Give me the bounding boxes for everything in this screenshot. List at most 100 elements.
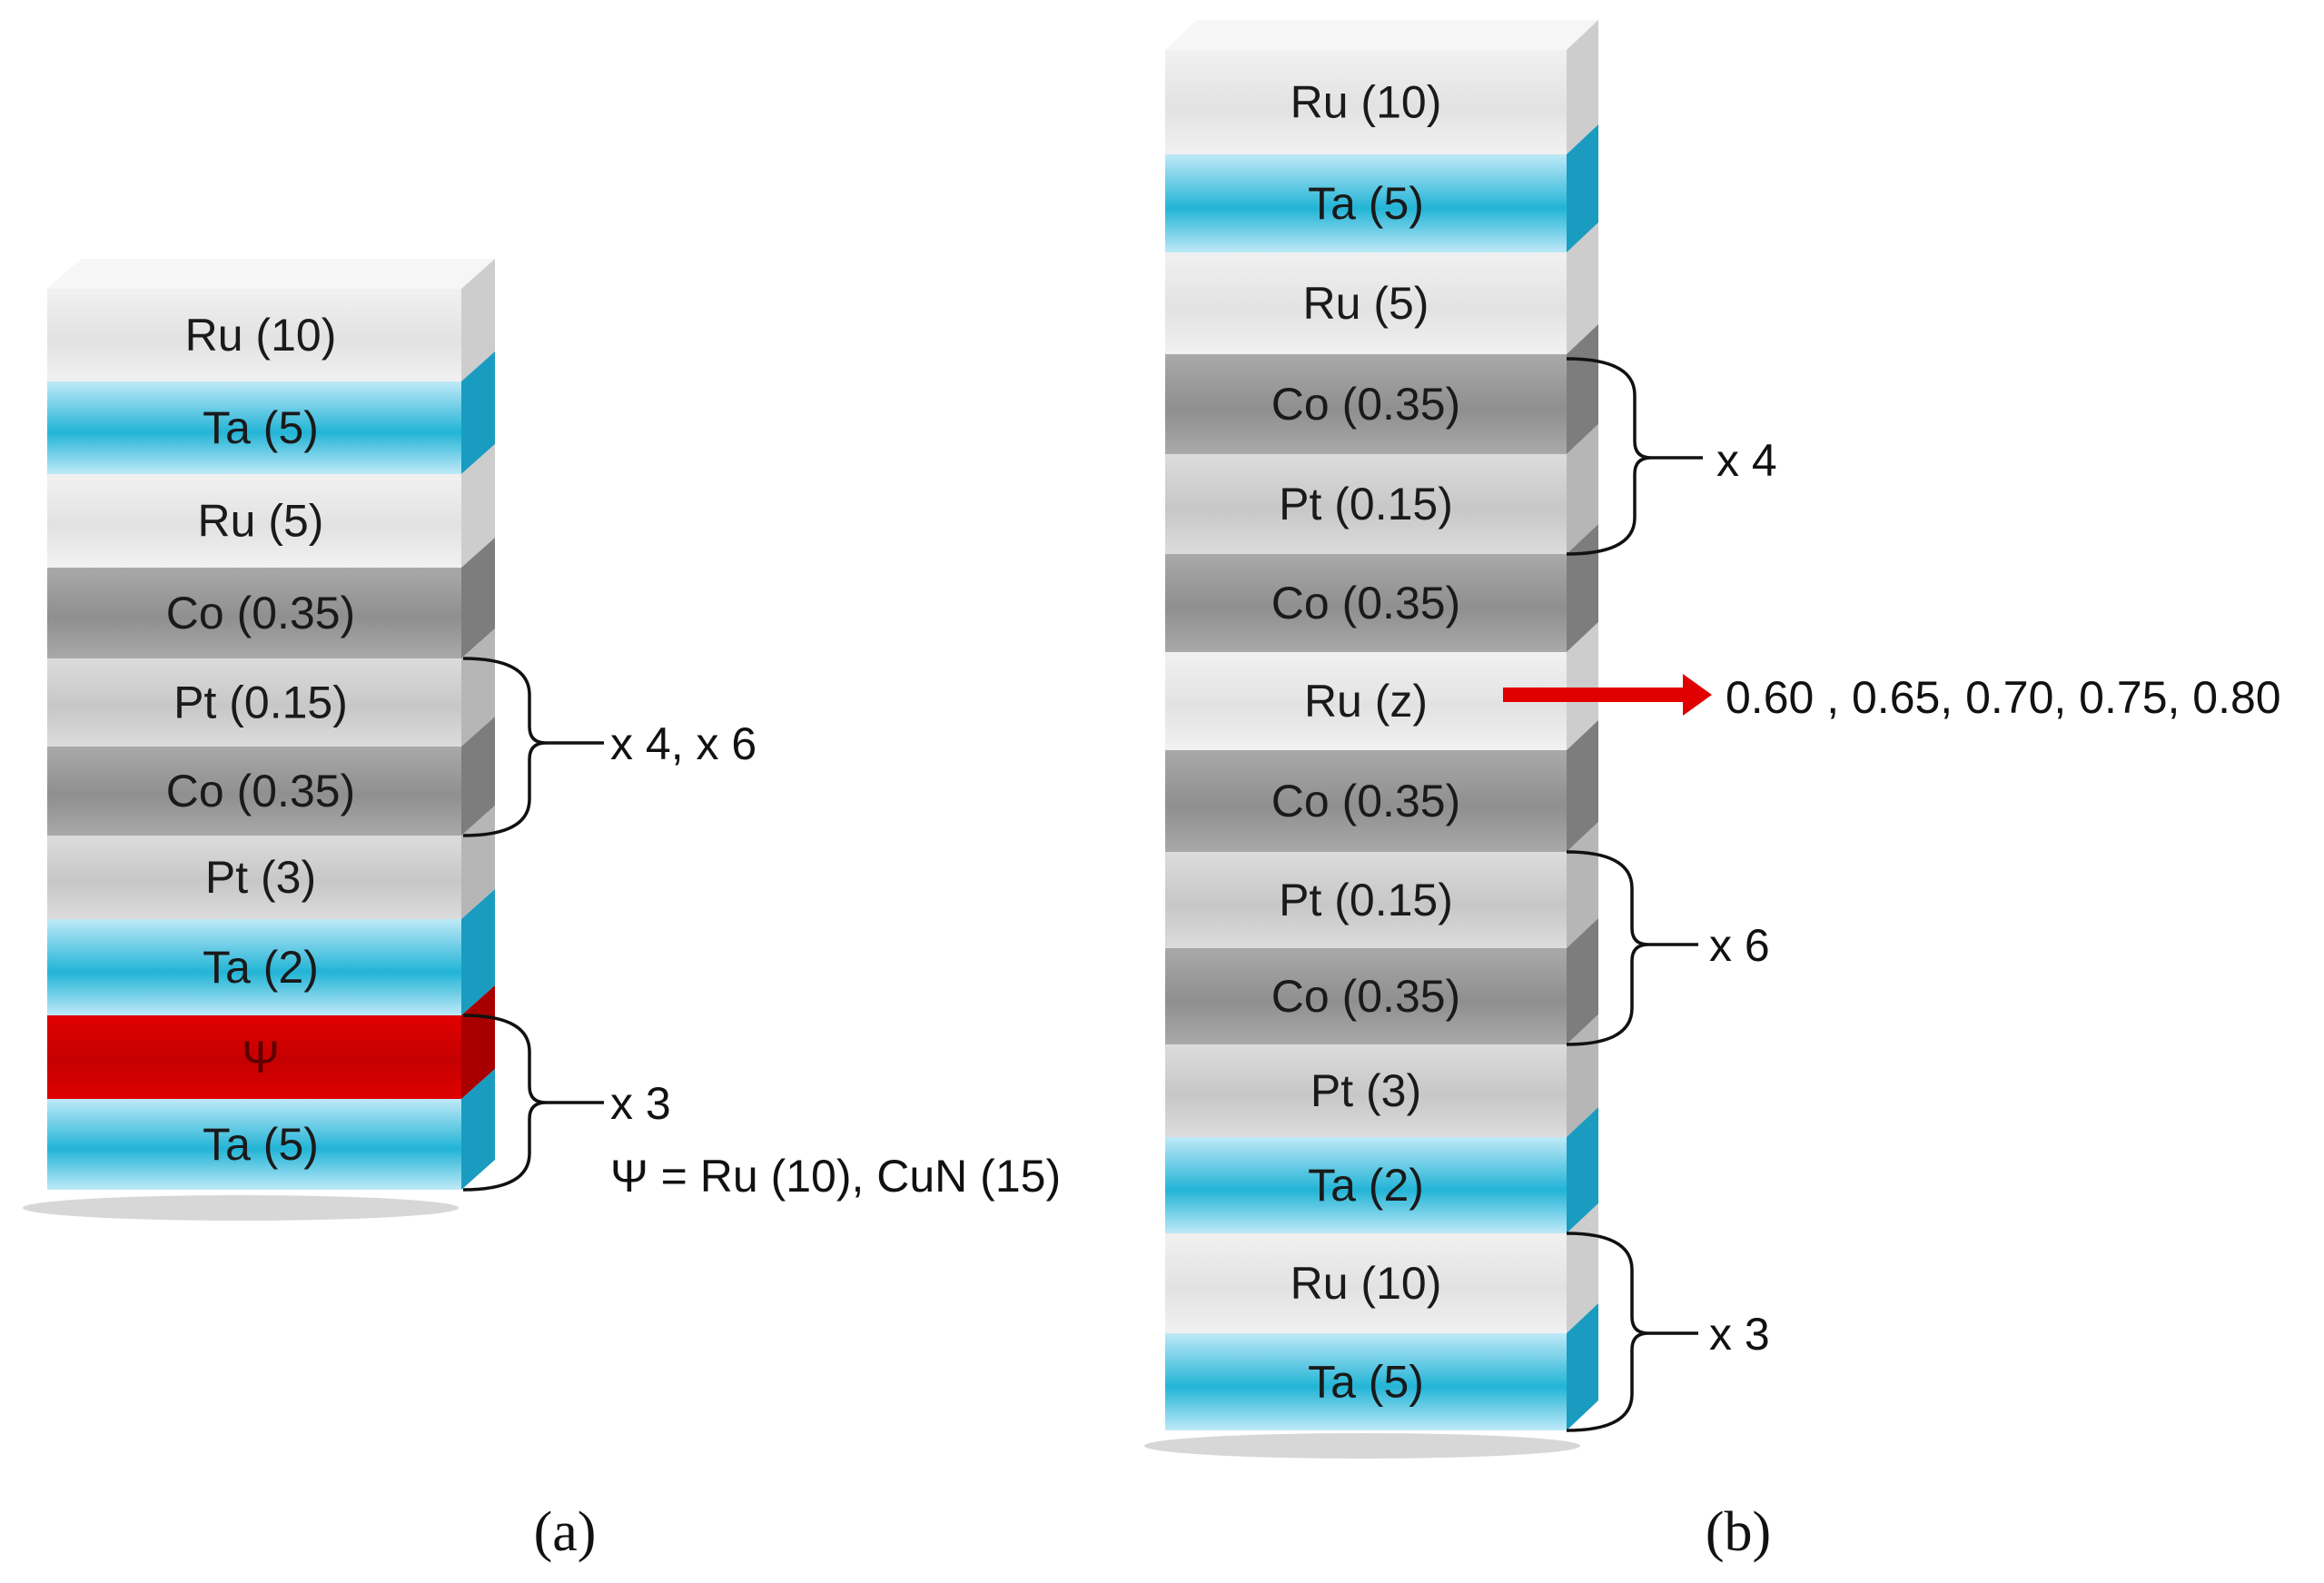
layer-side-face <box>1567 524 1598 652</box>
stack-b-layer-pt: Pt (0.15) <box>1165 424 1598 554</box>
repeat-label-a-lower: x 3 <box>610 1078 671 1129</box>
layer-front-face <box>1165 750 1567 852</box>
layer-label: Co (0.35) <box>166 766 355 816</box>
stack-a-layer-co: Co (0.35) <box>47 538 495 658</box>
stack-b-layer-ta: Ta (2) <box>1165 1107 1598 1233</box>
layer-front-face <box>47 1099 461 1190</box>
stack-a-layer-psi: Ψ <box>47 985 495 1099</box>
stack-b-layer-pt: Pt (3) <box>1165 1014 1598 1137</box>
layer-side-face <box>461 259 495 381</box>
layer-front-face <box>1165 454 1567 554</box>
stack-b: Ru (10) Ta (5) Ru (5) Co (0.35) Pt (0.15) Co … <box>1144 20 1598 1459</box>
layer-label: Co (0.35) <box>1271 971 1460 1022</box>
stack-b-layer-ta: Ta (5) <box>1165 1303 1598 1430</box>
repeat-label-a-upper: x 4, x 6 <box>610 718 757 769</box>
layer-side-face <box>1567 223 1598 354</box>
stack-a-shadow <box>23 1195 459 1221</box>
layer-side-face <box>1567 622 1598 750</box>
layer-side-face <box>1567 1107 1598 1233</box>
layer-label: Ta (5) <box>1308 178 1424 229</box>
repeat-label-b-bottom: x 3 <box>1709 1309 1770 1360</box>
layer-side-face <box>461 717 495 836</box>
layer-label: Ru (5) <box>198 496 324 547</box>
layer-side-face <box>461 889 495 1015</box>
layer-front-face <box>47 568 461 658</box>
bracket-b-mid <box>1566 850 1698 1046</box>
layer-front-face <box>1165 852 1567 948</box>
layer-front-face <box>1165 50 1567 154</box>
ru-z-arrow <box>1503 674 1712 716</box>
stack-a: Ru (10)Ta (5)Ru (5)Co (0.35)Pt (0.15)Co … <box>23 259 495 1221</box>
bracket-b-bottom <box>1566 1232 1698 1432</box>
layer-front-face <box>1165 1044 1567 1137</box>
stack-a-layer-ta: Ta (5) <box>47 1069 495 1190</box>
ru-thickness-values: 0.60 , 0.65, 0.70, 0.75, 0.80 <box>1726 672 2281 723</box>
layer-label: Ru (5) <box>1303 278 1429 329</box>
layer-front-face <box>47 747 461 836</box>
stack-b-layer-co: Co (0.35) <box>1165 324 1598 454</box>
layer-front-face <box>47 381 461 474</box>
layer-label: Co (0.35) <box>1271 379 1460 430</box>
layer-front-face <box>1165 652 1567 750</box>
layer-label: Ta (5) <box>1308 1357 1424 1408</box>
layer-side-face <box>1567 918 1598 1044</box>
layer-side-face <box>1567 324 1598 454</box>
layer-label: Co (0.35) <box>1271 776 1460 826</box>
layer-side-face <box>1567 720 1598 852</box>
layer-front-face <box>1165 1333 1567 1430</box>
stack-b-top-face <box>1165 20 1598 50</box>
layer-front-face <box>47 658 461 747</box>
layer-side-face <box>461 538 495 658</box>
stack-b-layer-ta: Ta (5) <box>1165 124 1598 252</box>
bracket-b-top <box>1566 357 1703 556</box>
layer-label: Pt (0.15) <box>173 678 348 728</box>
layer-label: Pt (3) <box>1310 1065 1421 1116</box>
stack-a-layer-pt: Pt (0.15) <box>47 628 495 747</box>
layer-front-face <box>1165 948 1567 1044</box>
layer-side-face <box>461 444 495 568</box>
layer-front-face <box>1165 1137 1567 1233</box>
layer-label: Ru (10) <box>185 310 337 361</box>
stack-b-layer-ru: Ru (z) <box>1165 622 1598 750</box>
repeat-label-b-mid: x 6 <box>1709 920 1770 971</box>
stack-a-layer-ta: Ta (2) <box>47 889 495 1015</box>
layer-label: Ta (2) <box>203 942 319 993</box>
psi-definition: Ψ = Ru (10), CuN (15) <box>610 1151 1061 1202</box>
layer-front-face <box>1165 154 1567 252</box>
stack-b-layer-ru: Ru (10) <box>1165 20 1598 154</box>
stack-a-layer-ru: Ru (5) <box>47 444 495 568</box>
stack-a-top-face <box>47 259 495 289</box>
layer-label: Pt (0.15) <box>1279 479 1453 529</box>
stack-b-layer-co: Co (0.35) <box>1165 720 1598 852</box>
layer-side-face <box>1567 124 1598 252</box>
layer-side-face <box>461 985 495 1099</box>
stack-b-layer-co: Co (0.35) <box>1165 918 1598 1044</box>
layer-front-face <box>47 474 461 568</box>
stack-b-layer-ru: Ru (5) <box>1165 223 1598 354</box>
layer-side-face <box>1567 20 1598 154</box>
layer-label: Ta (5) <box>203 1119 319 1170</box>
repeat-label-b-top: x 4 <box>1716 435 1777 486</box>
layer-side-face <box>461 351 495 474</box>
layer-label: Co (0.35) <box>1271 578 1460 628</box>
stack-a-layer-ru: Ru (10) <box>47 259 495 381</box>
layer-front-face <box>1165 252 1567 354</box>
layer-front-face <box>47 1015 461 1099</box>
stack-a-layer-co: Co (0.35) <box>47 717 495 836</box>
panel-label-a: (a) <box>534 1501 597 1563</box>
stack-a-layer-ta: Ta (5) <box>47 351 495 474</box>
layer-label: Pt (3) <box>205 852 316 903</box>
bracket-a-upper <box>462 657 604 837</box>
layer-side-face <box>1567 1303 1598 1430</box>
layer-label: Ψ <box>242 1032 280 1083</box>
layer-label: Ru (10) <box>1291 1258 1442 1309</box>
layer-front-face <box>1165 354 1567 454</box>
layer-label: Pt (0.15) <box>1279 875 1453 925</box>
stack-b-layer-co: Co (0.35) <box>1165 524 1598 652</box>
stack-b-layer-pt: Pt (0.15) <box>1165 822 1598 948</box>
layer-front-face <box>1165 1233 1567 1333</box>
layer-label: Ta (2) <box>1308 1160 1424 1211</box>
ru-z-arrow-shaft <box>1503 688 1685 702</box>
layer-side-face <box>461 1069 495 1190</box>
layer-front-face <box>47 919 461 1015</box>
